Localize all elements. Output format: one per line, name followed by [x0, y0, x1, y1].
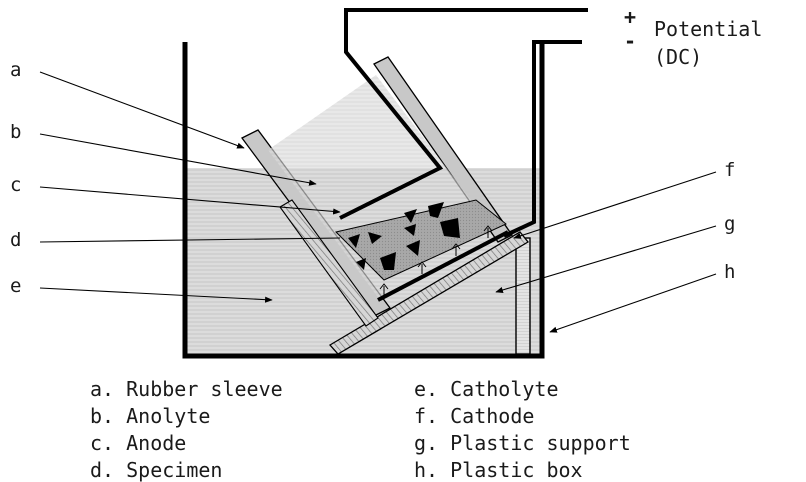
callout-c: c	[10, 174, 21, 196]
legend: a. Rubber sleeve b. Anolyte c. Anode d. …	[90, 377, 631, 482]
anode-plate	[279, 199, 379, 327]
legend-item: e. Catholyte	[414, 377, 559, 401]
callout-d: d	[10, 229, 21, 251]
plastic-box	[515, 237, 531, 355]
callout-h: h	[724, 261, 735, 283]
callout-e: e	[10, 275, 21, 297]
legend-item: d. Specimen	[90, 458, 222, 482]
legend-item: a. Rubber sleeve	[90, 377, 283, 401]
legend-item: g. Plastic support	[414, 431, 631, 455]
legend-item: f. Cathode	[414, 404, 534, 428]
cathode-lead-inner	[377, 230, 509, 302]
potential-sub: (DC)	[654, 45, 702, 69]
anode-lead-wire	[339, 8, 588, 220]
legend-item: c. Anode	[90, 431, 186, 455]
cathode-lead-wire	[503, 40, 582, 238]
potential-minus: -	[624, 29, 636, 53]
flow-arrows	[379, 225, 493, 296]
callout-b: b	[10, 121, 21, 143]
legend-item: b. Anolyte	[90, 404, 210, 428]
callout-f: f	[724, 159, 735, 181]
plastic-support	[328, 231, 529, 355]
legend-item: h. Plastic box	[414, 458, 583, 482]
callout-a: a	[10, 59, 21, 81]
potential-label: Potential	[654, 17, 762, 41]
potential-plus: +	[624, 5, 636, 29]
leader-lines	[39, 71, 717, 333]
specimen-aggregate	[348, 202, 460, 270]
callout-g: g	[724, 213, 735, 235]
